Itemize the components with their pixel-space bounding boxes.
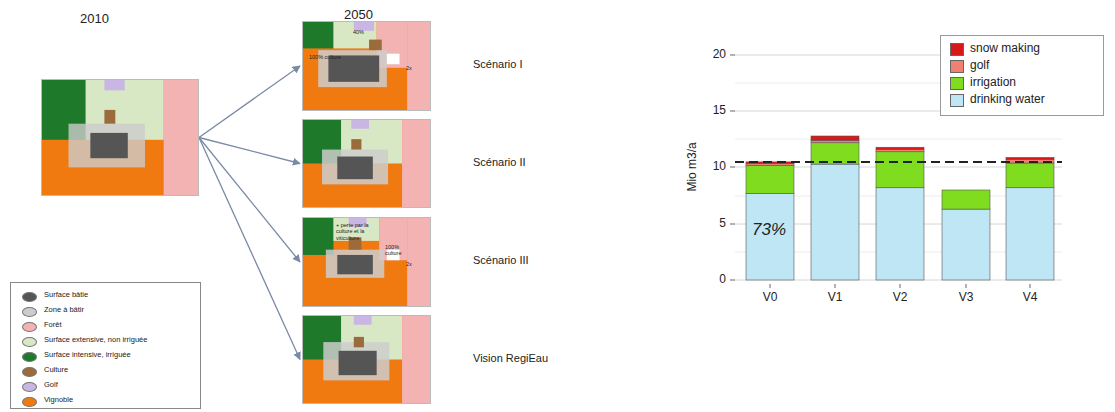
legend-text: Zone à bâtir [44,306,84,315]
legend-swatch [22,307,37,317]
legend-swatch [22,292,37,302]
category-label: V4 [1023,291,1038,305]
legend-text: Surface intensive, irriguée [44,351,131,360]
value-label: 73% [752,220,786,240]
land-use-map [42,80,198,195]
legend-text: Surface bâtie [44,291,88,300]
category-label: V0 [763,291,778,305]
legend-swatch [950,60,964,73]
legend-swatch [950,94,964,107]
land-use-map-panel: Scénario II [303,120,430,207]
scenario-arrow [199,138,300,263]
category-label: V3 [959,291,974,305]
axis-tick: 10 [713,160,726,174]
legend-text: Forêt [44,321,62,330]
legend-swatch [22,397,37,407]
map-annotation: 2x [406,261,412,267]
legend-swatch [950,43,964,56]
land-use-map-panel: Vision RegiEau [303,316,430,403]
scenario-heading: Scénario II [473,156,526,169]
chart-legend-box [941,36,1104,116]
axis-tick: 15 [713,104,726,118]
axis-tick: 20 [713,48,726,62]
land-use-map-panel: Scénario I40%100% culture2x [303,22,430,110]
category-label: V2 [893,291,908,305]
map-annotation: 40% [353,29,364,35]
legend-swatch [22,352,37,362]
land-use-map-panel: Scénario III+ perte par la culture et la… [303,218,430,306]
scenario-heading: Scénario III [473,254,529,267]
legend-swatch [22,382,37,392]
reference-line [735,161,1062,163]
legend-swatch [22,337,37,347]
land-use-map [303,120,430,207]
map-annotation: 100% culture [385,244,409,257]
legend-swatch [22,322,37,332]
map-annotation: + perte par la culture et la viticulture [336,222,380,241]
legend-swatch [22,367,37,377]
legend-text: Golf [44,381,58,390]
category-label: V1 [828,291,843,305]
axis-tick: 0 [719,273,726,287]
legend-text: Culture [44,366,68,375]
scenario-heading: Vision RegiEau [473,352,548,365]
legend-text: drinking water [970,93,1045,107]
map-annotation: 2x [406,65,412,71]
scenario-heading: Scénario I [473,58,523,71]
bars [746,136,1054,280]
scenario-arrow [199,66,300,138]
axis-title: Mio m3/a [686,142,700,191]
legend-text: Vignoble [44,396,73,405]
legend-box [11,283,201,409]
legend-text: snow making [970,42,1040,56]
legend-text: irrigation [970,76,1016,90]
scenario-arrow [199,138,300,360]
major-grid [735,55,1062,280]
land-use-map-panel: 2010 [42,80,198,195]
land-use-map [303,316,430,403]
scenario-arrow [199,138,300,164]
legend-text: golf [970,59,989,73]
legend-text: Surface extensive, non irriguée [44,336,147,345]
axis-tick: 5 [719,217,726,231]
scenario-heading: 2010 [80,12,109,27]
year-heading: 2050 [344,8,373,23]
legend-swatch [950,77,964,90]
map-annotation: 100% culture [309,54,341,60]
